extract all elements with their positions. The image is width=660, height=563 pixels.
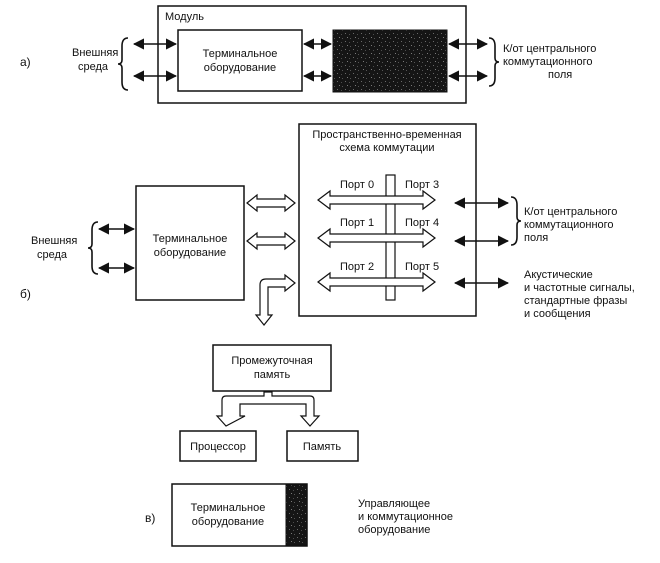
part-b-ext-env-line1: Внешняя — [31, 235, 77, 247]
part-b-switch-line2: коммутационного — [524, 219, 614, 231]
part-c-terminal-line2: оборудование — [192, 516, 264, 528]
part-a-terminal-line2: оборудование — [204, 62, 276, 74]
part-c-terminal-box — [171, 483, 308, 547]
part-c: в) Терминальное оборудование Управляющее… — [145, 483, 453, 547]
part-b-bus-arrow-2 — [246, 231, 296, 251]
part-b-tones-line4: и сообщения — [524, 308, 591, 320]
part-b-buffer-line2: память — [254, 369, 291, 381]
part-b-memory-label: Память — [303, 441, 342, 453]
part-b-switch-brace — [510, 196, 522, 246]
part-c-control-block — [285, 484, 308, 546]
part-b-switch-line3: поля — [524, 232, 548, 244]
part-b-port-1: Порт 1 — [340, 217, 374, 229]
part-a-switch-line3: поля — [548, 69, 572, 81]
part-a-switch-line1: К/от центрального — [503, 43, 596, 55]
part-a-module-title: Модуль — [165, 11, 204, 23]
part-b-tones-line1: Акустические — [524, 269, 593, 281]
part-b-processor-label: Процессор — [190, 441, 246, 453]
part-a-ext-env-line2: среда — [78, 61, 109, 73]
part-a-switch-brace — [488, 37, 500, 87]
part-b: б) Внешняя среда Терминальное оборудован… — [20, 123, 635, 462]
part-a-terminal-box — [177, 29, 303, 92]
part-a-control-block — [332, 29, 448, 93]
part-b-switch-title-line1: Пространственно-временная — [312, 129, 461, 141]
part-a-ext-env-line1: Внешняя — [72, 47, 118, 59]
part-c-control-line2: и коммутационное — [358, 511, 453, 523]
part-a: а) Внешняя среда Модуль Терминальное обо… — [20, 5, 596, 104]
part-b-buffer-line1: Промежуточная — [231, 355, 312, 367]
part-b-terminal-box — [135, 185, 245, 301]
part-b-terminal-line2: оборудование — [154, 247, 226, 259]
part-b-port-arrow-0-3 — [317, 189, 436, 211]
part-b-port-2: Порт 2 — [340, 261, 374, 273]
part-c-terminal-line1: Терминальное — [191, 502, 266, 514]
part-a-label: а) — [20, 55, 31, 69]
part-b-tones-line3: стандартные фразы — [524, 295, 627, 307]
part-b-split-bus-arrow — [215, 391, 321, 427]
part-b-port-arrow-1-4 — [317, 227, 436, 249]
part-a-terminal-line1: Терминальное — [203, 48, 278, 60]
part-a-switch-line2: коммутационного — [503, 56, 593, 68]
part-b-switch-line1: К/от центрального — [524, 206, 617, 218]
part-c-control-line1: Управляющее — [358, 498, 430, 510]
part-b-terminal-line1: Терминальное — [153, 233, 228, 245]
part-b-port-4: Порт 4 — [405, 217, 439, 229]
part-b-port-3: Порт 3 — [405, 179, 439, 191]
part-b-port-0: Порт 0 — [340, 179, 374, 191]
part-b-label: б) — [20, 287, 31, 301]
part-b-tones-line2: и частотные сигналы, — [524, 282, 635, 294]
part-b-memory-box — [286, 430, 359, 462]
part-c-control-line3: оборудование — [358, 524, 430, 536]
part-b-ext-env-brace — [87, 221, 99, 275]
part-b-ext-env-line2: среда — [37, 249, 68, 261]
part-b-port-arrow-2-5 — [317, 271, 436, 293]
part-b-bus-arrow-1 — [246, 193, 296, 213]
part-a-ext-env-brace — [117, 37, 129, 91]
part-b-buffer-box — [212, 344, 332, 392]
part-b-port-5: Порт 5 — [405, 261, 439, 273]
part-b-processor-box — [179, 430, 257, 462]
part-b-bus-arrow-3 — [254, 273, 296, 326]
part-c-label: в) — [145, 511, 155, 525]
part-b-switch-title-line2: схема коммутации — [339, 142, 434, 154]
